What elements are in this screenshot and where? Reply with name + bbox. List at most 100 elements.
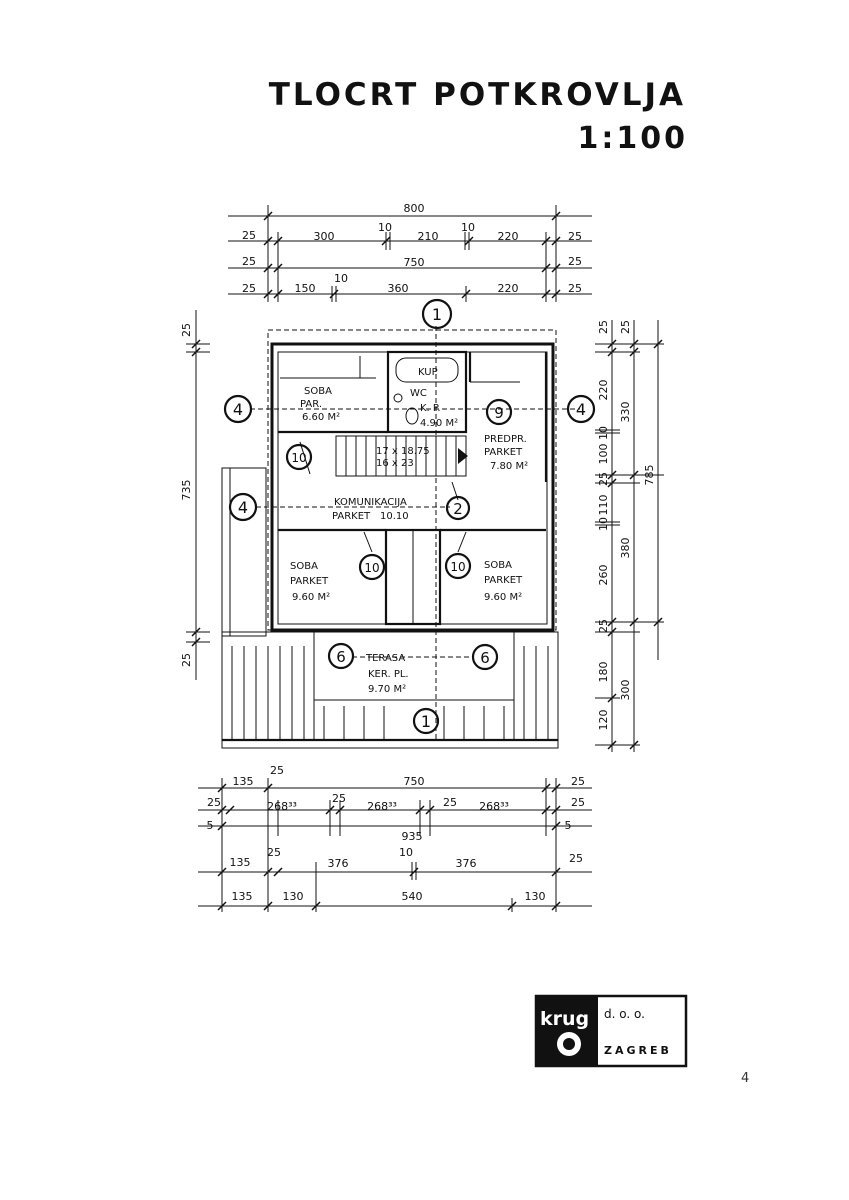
dim-label: 220: [597, 380, 610, 401]
dim-label: 25: [332, 792, 346, 805]
room-area: 10.10: [380, 511, 409, 522]
svg-text:1: 1: [432, 305, 442, 324]
room-floor: PARKET: [484, 575, 523, 586]
room-name: SOBA: [304, 386, 332, 397]
stair-arrow-icon: [458, 448, 468, 464]
room-name: PREDPR.: [484, 434, 527, 445]
dim-label: 10: [597, 517, 610, 531]
section-marker: 6: [471, 643, 499, 671]
room-kup: KUP: [418, 367, 438, 378]
section-marker: 9: [485, 398, 513, 426]
section-marker: 1: [421, 298, 453, 330]
room-area: 9.60 M²: [484, 592, 522, 603]
dim-label: 130: [283, 890, 304, 903]
dim-label: 5: [565, 819, 572, 832]
section-marker: 10: [444, 552, 472, 580]
top-dimension-labels: 800 25 300 10 210 10 220 25 25 750 25 25…: [242, 202, 582, 295]
svg-text:4: 4: [576, 400, 586, 419]
dim-label: 10: [378, 221, 392, 234]
top-dimension-chain: [228, 205, 592, 302]
dim-label: 120: [597, 710, 610, 731]
dim-label: 25: [568, 230, 582, 243]
dim-label: 25: [267, 846, 281, 859]
svg-text:4: 4: [233, 400, 243, 419]
room-name: KOMUNIKACIJA: [334, 497, 407, 508]
room-name: TERASA: [365, 653, 405, 664]
dim-label: 25: [180, 653, 193, 667]
dim-label: 750: [404, 775, 425, 788]
dim-label: 268³³: [267, 800, 297, 813]
dim-label: 25: [597, 619, 610, 633]
dim-label: 25: [180, 323, 193, 337]
dim-label: 220: [498, 230, 519, 243]
section-marker: 6: [327, 642, 355, 670]
dim-label: 25: [270, 764, 284, 777]
dim-label: 25: [571, 775, 585, 788]
room-soba-left: SOBA PARKET 9.60 M²: [290, 561, 330, 603]
svg-text:17 x 18.75: 17 x 18.75: [376, 446, 430, 457]
dim-label: 25: [207, 796, 221, 809]
dim-label: 735: [180, 480, 193, 501]
dim-label: 10: [334, 272, 348, 285]
room-soba-right: SOBA PARKET 9.60 M²: [484, 560, 523, 603]
svg-text:16 x 23: 16 x 23: [376, 458, 414, 469]
dim-label: 10: [399, 846, 413, 859]
logo-suffix: d. o. o.: [604, 1007, 645, 1021]
dim-label: 268³³: [479, 800, 509, 813]
room-terasa: TERASA KER. PL. 9.70 M²: [365, 653, 409, 695]
drawing-scale: 1:100: [578, 121, 689, 156]
logo-brand: krug: [540, 1008, 589, 1030]
dim-label: 25: [571, 796, 585, 809]
page-number: 4: [741, 1071, 749, 1086]
bathtub: [395, 357, 459, 383]
dim-label: 300: [619, 680, 632, 701]
room-area: 9.60 M²: [292, 592, 330, 603]
svg-text:10: 10: [364, 561, 379, 575]
right-dimension-chain: 25 220 10 100 25 110 10 260 25 180 120 2…: [595, 320, 664, 752]
dim-label: 25: [443, 796, 457, 809]
dim-label: 25: [597, 472, 610, 486]
dim-label: 10: [461, 221, 475, 234]
washbasin: [393, 393, 403, 403]
dim-label: 25: [242, 282, 256, 295]
svg-text:9: 9: [494, 404, 504, 422]
dim-label: 180: [597, 662, 610, 683]
room-wc: WC K. P. 4.90 M²: [410, 388, 458, 429]
room-area: 6.60 M²: [302, 412, 340, 423]
room-predprostor: PREDPR. PARKET 7.80 M²: [484, 434, 528, 472]
bottom-dimension-labels: 135 25 750 25 25 268³³ 25 268³³ 25 268³³…: [207, 764, 586, 903]
dim-label: 210: [418, 230, 439, 243]
dim-label: 25: [568, 282, 582, 295]
left-dimension-chain: 25 735 25: [180, 310, 210, 680]
section-marker: 10: [358, 553, 386, 581]
section-marker: 4: [566, 394, 596, 424]
dim-label: 300: [314, 230, 335, 243]
dim-label: 376: [456, 857, 477, 870]
section-marker: 10: [285, 443, 313, 471]
svg-text:4: 4: [238, 498, 248, 517]
room-soba-small: SOBA PAR. 6.60 M²: [300, 386, 340, 423]
dim-label: 135: [232, 890, 253, 903]
dim-label: 25: [568, 255, 582, 268]
room-floor: K. P.: [420, 403, 441, 414]
dim-label: 135: [233, 775, 254, 788]
dim-label: 100: [597, 444, 610, 465]
room-floor: KER. PL.: [368, 669, 409, 680]
floor-plan: [221, 326, 580, 749]
dim-label: 25: [242, 255, 256, 268]
svg-text:6: 6: [336, 648, 346, 666]
room-floor: PARKET: [290, 576, 329, 587]
room-area: 7.80 M²: [490, 461, 528, 472]
dim-label: 25: [569, 852, 583, 865]
section-marker: 2: [445, 495, 471, 521]
dim-label: 380: [619, 538, 632, 559]
section-marker: 1: [412, 707, 440, 735]
section-markers: 1 1 2 4 4 4 6 6 9 10 10 10: [223, 298, 596, 735]
balcony-left: [221, 467, 267, 637]
dim-label: 5: [207, 819, 214, 832]
dim-label: 785: [643, 465, 656, 486]
dim-label: 540: [402, 890, 423, 903]
svg-text:10: 10: [450, 560, 465, 574]
dim-label: 10: [597, 426, 610, 440]
